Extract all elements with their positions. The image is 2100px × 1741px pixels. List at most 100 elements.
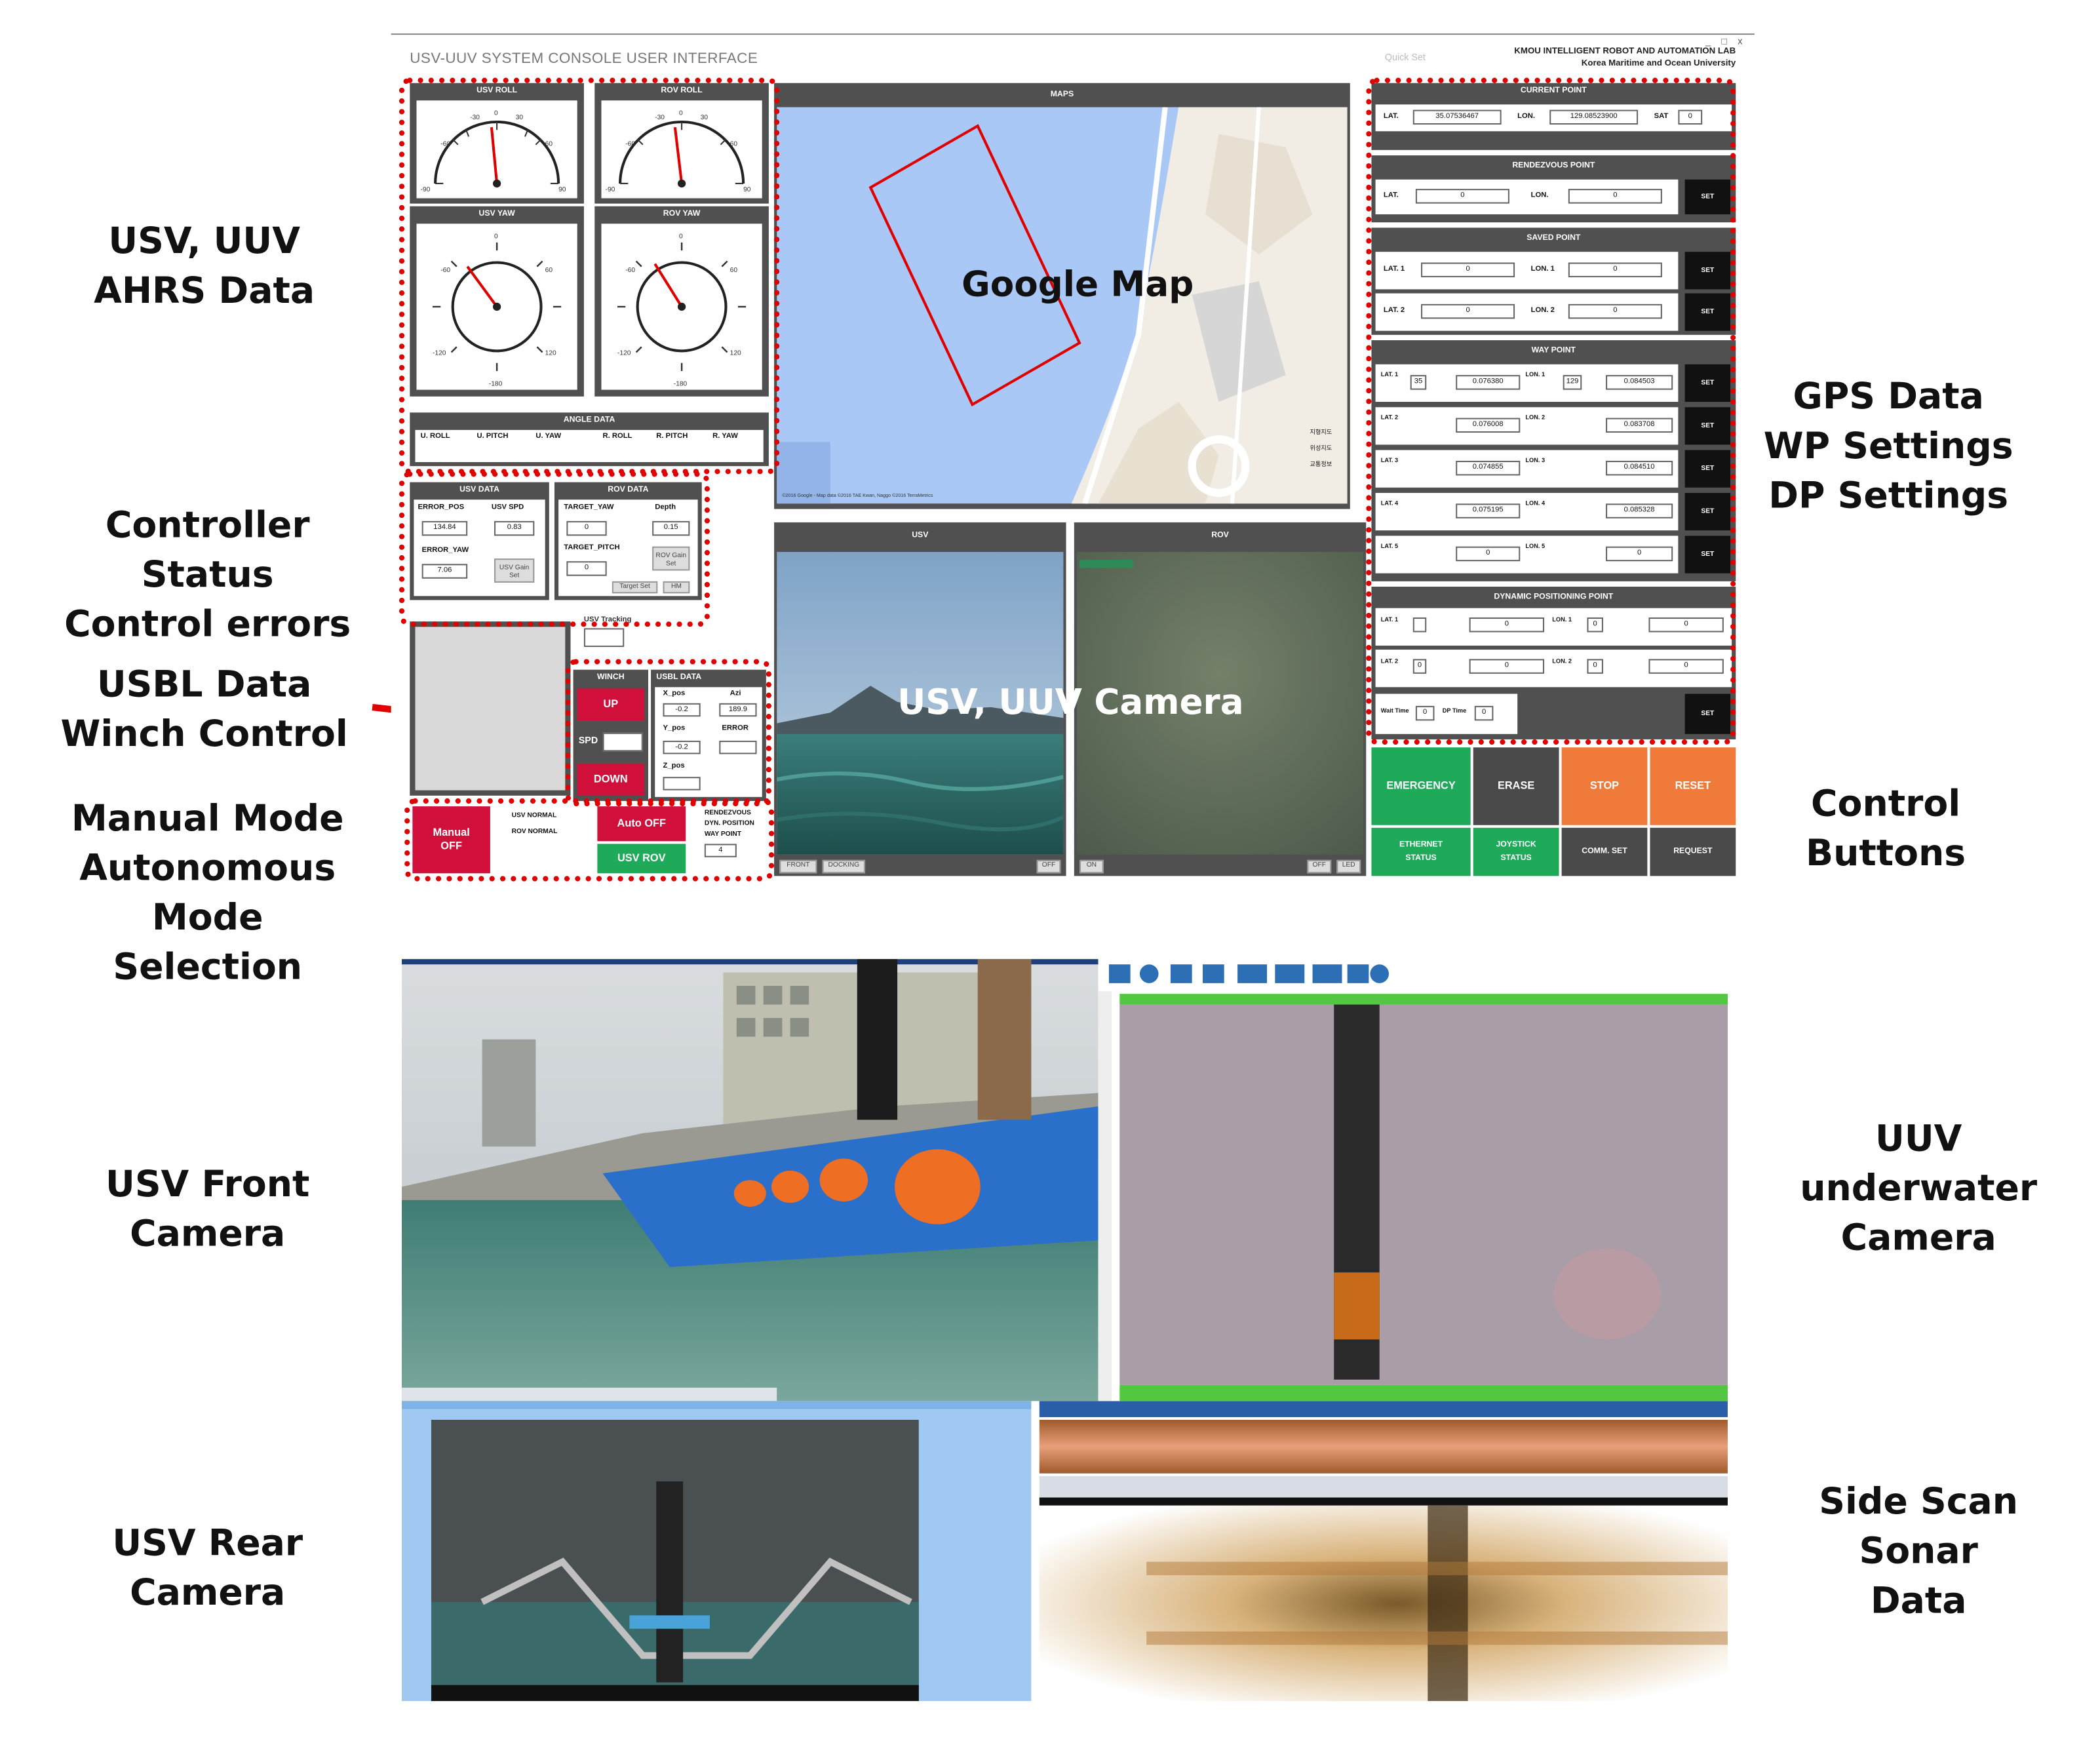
- waypoint-lat-deg-field[interactable]: 35: [1410, 375, 1427, 390]
- rendezvous-set-button[interactable]: SET: [1684, 179, 1731, 214]
- map-layer-terrain[interactable]: 지형지도: [1310, 428, 1332, 436]
- dp-lat2-field[interactable]: 0: [1469, 659, 1545, 674]
- map-view[interactable]: [777, 107, 1348, 504]
- saved-lat2-field[interactable]: 0: [1421, 303, 1515, 319]
- auto-mode-button[interactable]: Auto OFF: [597, 806, 686, 842]
- dp-time-field[interactable]: 0: [1474, 705, 1494, 721]
- reset-button[interactable]: RESET: [1650, 747, 1736, 825]
- winch-spd-field[interactable]: [602, 732, 643, 752]
- request-button[interactable]: REQUEST: [1650, 827, 1736, 876]
- front-button[interactable]: FRONT: [779, 859, 817, 874]
- zpos-field: [663, 777, 701, 791]
- waypoint-lon-field[interactable]: 0: [1606, 546, 1673, 562]
- dp-lat1-field[interactable]: 0: [1469, 617, 1545, 633]
- saved-lon1-label: LON. 1: [1530, 265, 1555, 273]
- map-layer-satellite[interactable]: 위성지도: [1310, 444, 1332, 452]
- saved-lat1-field[interactable]: 0: [1421, 262, 1515, 277]
- waypoint-lon-field[interactable]: 0.084510: [1606, 460, 1673, 476]
- rov-led-button[interactable]: LED: [1336, 859, 1361, 874]
- winch-up-button[interactable]: UP: [577, 688, 644, 721]
- rov-cam-off-button[interactable]: OFF: [1307, 859, 1332, 874]
- target-pitch-field[interactable]: 0: [566, 561, 607, 576]
- waypoint-set-button[interactable]: SET: [1684, 492, 1731, 531]
- dp-lon2-deg-field[interactable]: 0: [1587, 659, 1603, 674]
- ypos-field: -0.2: [663, 741, 701, 754]
- zpos-label: Z_pos: [663, 762, 685, 770]
- winch-title: WINCH: [597, 673, 625, 682]
- current-lon-label: LON.: [1517, 112, 1536, 121]
- target-pitch-label: TARGET_PITCH: [564, 543, 620, 552]
- target-set-button[interactable]: Target Set: [612, 581, 658, 594]
- winch-down-button[interactable]: DOWN: [577, 763, 644, 796]
- angle-data-panel: ANGLE DATA U. ROLL U. PITCH U. YAW R. RO…: [410, 412, 769, 467]
- waypoint-lon-field[interactable]: 0.085328: [1606, 503, 1673, 518]
- dp-set-button[interactable]: SET: [1684, 694, 1731, 734]
- annotation-front-camera: USV Front Camera: [106, 1164, 310, 1255]
- rendezvous-lat-field[interactable]: 0: [1415, 189, 1509, 204]
- saved2-set-button[interactable]: SET: [1684, 293, 1731, 331]
- waypoint-set-button[interactable]: SET: [1684, 450, 1731, 488]
- annotation-sonar: Side Scan Sonar Data: [1819, 1481, 2019, 1622]
- rov-roll-gauge: -30 0 30 -60 60 -90 90: [606, 110, 751, 193]
- rov-gain-set-button[interactable]: ROV Gain Set: [652, 546, 690, 571]
- erase-button[interactable]: ERASE: [1473, 747, 1559, 825]
- dp-lat2-deg-field[interactable]: 0: [1412, 659, 1427, 674]
- saved-lon1-field[interactable]: 0: [1568, 262, 1662, 277]
- waypoint-lat-field[interactable]: 0: [1456, 546, 1521, 562]
- svg-text:30: 30: [516, 114, 524, 121]
- waypoint-lat-field[interactable]: 0.074855: [1456, 460, 1521, 476]
- waypoint-lat-label: LAT. 2: [1380, 414, 1399, 421]
- current-lat-field: 35.07536467: [1412, 109, 1502, 125]
- dp-lat1-deg-field[interactable]: [1412, 617, 1427, 633]
- waypoint-lon-deg-field[interactable]: 129: [1563, 375, 1582, 390]
- hm-button[interactable]: HM: [663, 581, 690, 594]
- angle-col-rpitch: R. PITCH: [656, 433, 688, 441]
- way-point-option[interactable]: WAY POINT: [704, 830, 742, 839]
- waypoint-set-button[interactable]: SET: [1684, 407, 1731, 445]
- angle-col-upitch: U. PITCH: [476, 433, 509, 441]
- waypoint-count-field[interactable]: 4: [704, 844, 737, 857]
- dp-lon1-label: LON. 1: [1552, 616, 1572, 623]
- rendezvous-option[interactable]: RENDEZVOUS: [704, 809, 751, 817]
- saved-point-panel: SAVED POINT LAT. 1 0 LON. 1 0 SET LAT. 2…: [1371, 227, 1736, 335]
- dyn-position-option[interactable]: DYN. POSITION: [704, 819, 754, 828]
- waypoint-lon-label: LON. 2: [1525, 414, 1546, 421]
- comm-set-button[interactable]: COMM. SET: [1561, 827, 1648, 876]
- dp-lon1-deg-field[interactable]: 0: [1587, 617, 1603, 633]
- waypoint-lat-field[interactable]: 0.076008: [1456, 418, 1521, 433]
- window-controls[interactable]: _ □ x: [1705, 37, 1747, 47]
- waypoint-lat-field[interactable]: 0.076380: [1456, 375, 1521, 390]
- waypoint-set-button[interactable]: SET: [1684, 536, 1731, 574]
- usv-yaw-panel: USV YAW 0 -60 60 -120 120 -180: [410, 206, 584, 397]
- waypoint-lat-field[interactable]: 0.075195: [1456, 503, 1521, 518]
- console-window: USV-UUV SYSTEM CONSOLE USER INTERFACE Qu…: [391, 33, 1755, 882]
- docking-button[interactable]: DOCKING: [822, 859, 866, 874]
- usv-gain-set-button[interactable]: USV Gain Set: [494, 558, 535, 583]
- waypoint-lon-field[interactable]: 0.084503: [1606, 375, 1673, 390]
- saved-lon2-field[interactable]: 0: [1568, 303, 1662, 319]
- usv-rov-toggle[interactable]: USV ROV: [597, 844, 686, 874]
- svg-text:0: 0: [679, 233, 683, 241]
- dp-lon2-field[interactable]: 0: [1648, 659, 1724, 674]
- svg-text:90: 90: [743, 186, 751, 193]
- manual-mode-button[interactable]: Manual OFF: [412, 806, 490, 874]
- quick-set-link[interactable]: Quick Set: [1384, 53, 1426, 64]
- map-layer-traffic[interactable]: 교통정보: [1310, 460, 1332, 468]
- target-yaw-field[interactable]: 0: [566, 520, 607, 536]
- usv-yaw-gauge: 0 -60 60 -120 120 -180: [433, 233, 562, 387]
- usv-cam-off-button[interactable]: OFF: [1036, 859, 1061, 874]
- dp-lon1-field[interactable]: 0: [1648, 617, 1724, 633]
- stop-button[interactable]: STOP: [1561, 747, 1648, 825]
- usbl-error-field: [719, 741, 757, 754]
- target-yaw-label: TARGET_YAW: [564, 503, 614, 512]
- emergency-button[interactable]: EMERGENCY: [1371, 747, 1471, 825]
- dp-wait-field[interactable]: 0: [1415, 705, 1435, 721]
- rov-cam-on-button[interactable]: ON: [1079, 859, 1104, 874]
- saved1-set-button[interactable]: SET: [1684, 252, 1731, 290]
- waypoint-lon-field[interactable]: 0.083708: [1606, 418, 1673, 433]
- rov-roll-title: ROV ROLL: [661, 87, 703, 96]
- waypoint-set-button[interactable]: SET: [1684, 364, 1731, 402]
- rendezvous-lon-field[interactable]: 0: [1568, 189, 1662, 204]
- usv-front-camera-image: [402, 959, 1099, 1401]
